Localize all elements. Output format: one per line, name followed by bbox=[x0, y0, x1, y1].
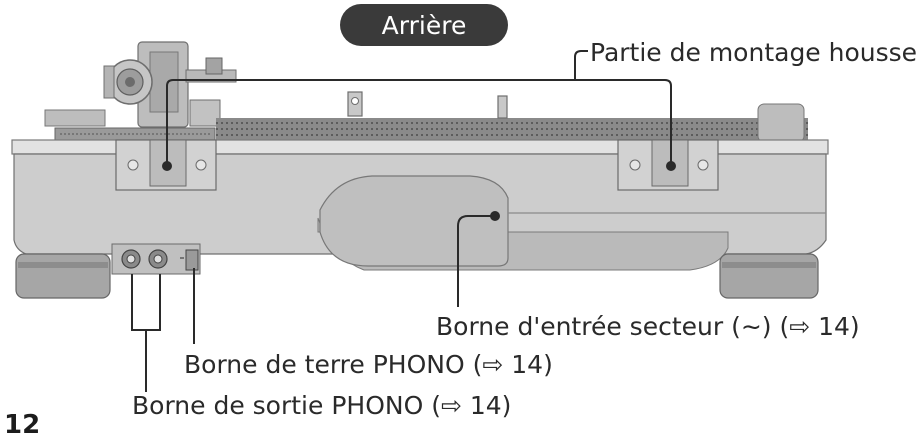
callout-ac-inlet: Borne d'entrée secteur (∼) (⇨ 14) bbox=[436, 312, 860, 341]
callout-output-terminal: Borne de sortie PHONO (⇨ 14) bbox=[132, 391, 512, 420]
ac-inlet-recess bbox=[319, 175, 509, 267]
rear-view-badge: Arrière bbox=[340, 4, 508, 46]
feet bbox=[15, 253, 819, 299]
phono-terminals bbox=[111, 243, 201, 275]
rubber-mat bbox=[216, 118, 808, 140]
callout-dot-ac-inlet bbox=[490, 211, 500, 221]
platter bbox=[44, 109, 216, 141]
callout-mount-part: Partie de montage housse bbox=[590, 38, 917, 67]
turntable-rear-illustration bbox=[11, 41, 829, 392]
tonearm-assembly bbox=[103, 41, 237, 128]
leader-lines bbox=[131, 50, 672, 392]
spindle-parts bbox=[347, 91, 508, 119]
rear-view-label: Arrière bbox=[381, 10, 467, 40]
page-number: 12 bbox=[4, 410, 41, 440]
corner-knob bbox=[757, 103, 805, 143]
callout-dot-left-mount bbox=[162, 161, 172, 171]
callout-ground-terminal: Borne de terre PHONO (⇨ 14) bbox=[184, 350, 553, 379]
callout-dot-right-mount bbox=[666, 161, 676, 171]
